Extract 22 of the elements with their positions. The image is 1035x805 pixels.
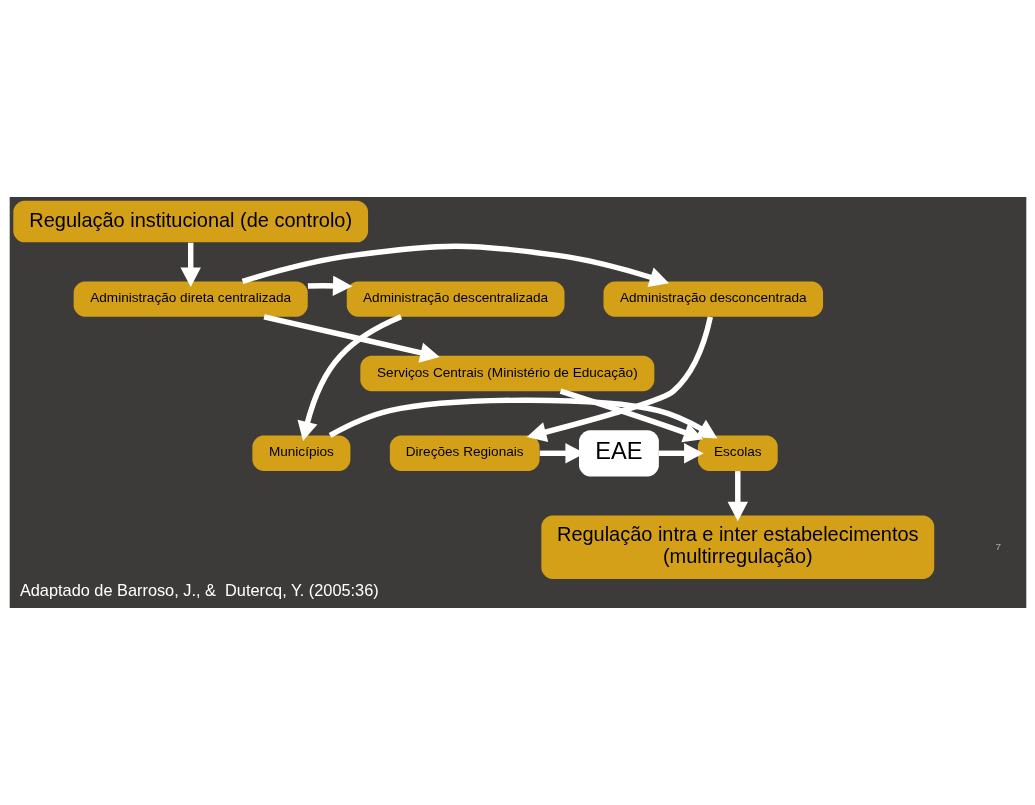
arrow	[179, 242, 201, 287]
node-box: Administração direta centralizada	[73, 281, 308, 317]
arrow	[658, 443, 704, 464]
arrow	[328, 397, 717, 439]
node-box: Direções Regionais	[389, 435, 540, 471]
node-box: Serviços Centrais (Ministério de Educação)	[359, 355, 654, 392]
arrow	[241, 243, 669, 287]
arrow	[297, 314, 402, 442]
arrow	[559, 388, 703, 443]
node-box: EAE	[578, 430, 659, 477]
arrow	[307, 275, 352, 297]
node-box: Administração descentralizada	[346, 281, 564, 317]
arrow	[263, 314, 440, 363]
arrow	[526, 316, 713, 443]
node-box: Escolas	[697, 435, 778, 471]
node-box: Regulação intra e inter estabelecimentos (multirregulação)	[540, 515, 934, 579]
node-box: Administração desconcentrada	[603, 281, 823, 317]
label: 7	[994, 540, 1001, 552]
node-box: Regulação institucional (de controlo)	[12, 200, 368, 243]
arrow	[727, 471, 748, 522]
caption: Adaptado de Barroso, J., & Dutercq, Y. (2005:36)	[19, 580, 379, 599]
node-box: Municípios	[251, 435, 350, 471]
